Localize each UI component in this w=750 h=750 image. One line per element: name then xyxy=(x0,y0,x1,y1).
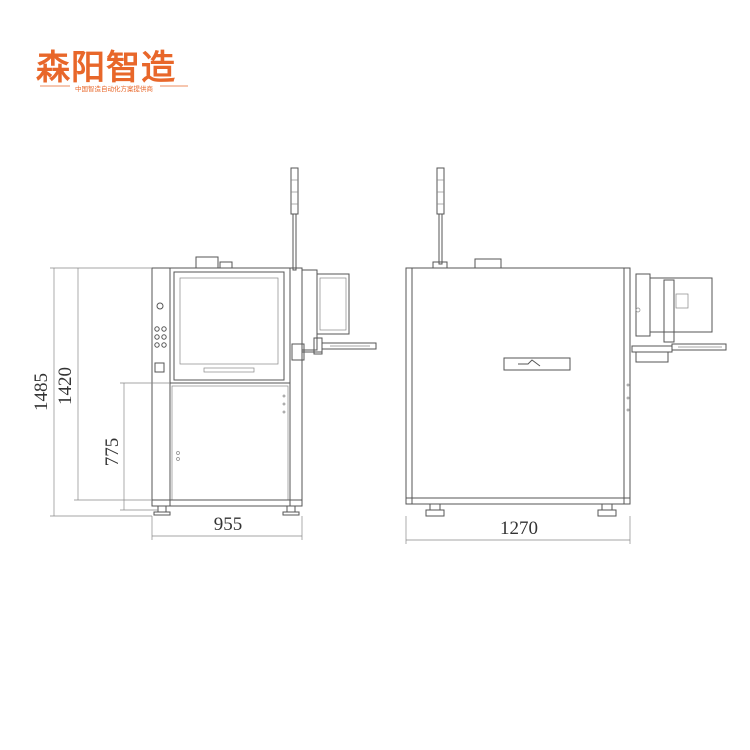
side-top-cap xyxy=(474,258,502,269)
dim-side-width: 1270 xyxy=(500,518,538,539)
side-main-body xyxy=(405,267,631,505)
brand-tagline: 中国智造自动化方案提供商 xyxy=(75,85,153,93)
front-control-panel xyxy=(154,302,167,373)
front-side-monitor xyxy=(291,269,350,361)
front-foot-left xyxy=(157,505,167,513)
side-foot-left xyxy=(429,503,441,511)
dim-body-height: 1420 xyxy=(55,367,76,405)
brand-name: 森阳智造 xyxy=(36,48,176,88)
dim-total-height: 1485 xyxy=(31,373,52,411)
dimension-lines xyxy=(50,267,631,544)
side-monitor xyxy=(631,273,713,363)
front-top-box xyxy=(195,256,219,269)
dim-lower-height: 775 xyxy=(102,438,123,467)
side-foot-right xyxy=(601,503,613,511)
front-signal-tower xyxy=(290,167,299,271)
front-top-cap xyxy=(219,261,233,269)
side-handle xyxy=(503,357,571,371)
side-view xyxy=(405,167,727,517)
side-signal-tower xyxy=(432,167,448,269)
front-foot-right xyxy=(286,505,296,513)
front-main-body xyxy=(151,267,303,507)
dim-front-width: 955 xyxy=(214,514,243,535)
front-monitor-window xyxy=(173,271,285,381)
side-keyboard-tray xyxy=(671,343,727,351)
front-view xyxy=(151,167,377,516)
front-keyboard-tray xyxy=(321,342,377,350)
